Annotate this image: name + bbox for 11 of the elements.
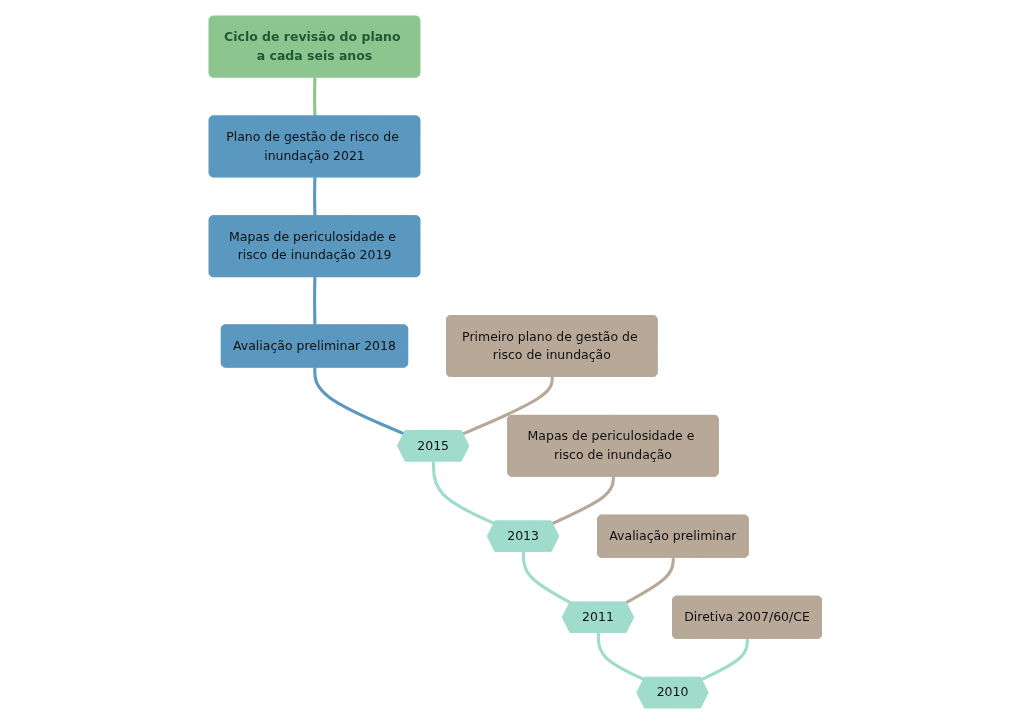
connector bbox=[700, 638, 749, 681]
connector bbox=[312, 277, 317, 326]
connector bbox=[431, 461, 495, 525]
connector bbox=[625, 557, 675, 604]
connector bbox=[312, 367, 405, 436]
connector bbox=[461, 376, 554, 436]
connector bbox=[521, 551, 571, 604]
connector bbox=[551, 476, 615, 525]
connector bbox=[312, 77, 317, 117]
connector bbox=[312, 177, 317, 217]
connector bbox=[596, 632, 645, 681]
